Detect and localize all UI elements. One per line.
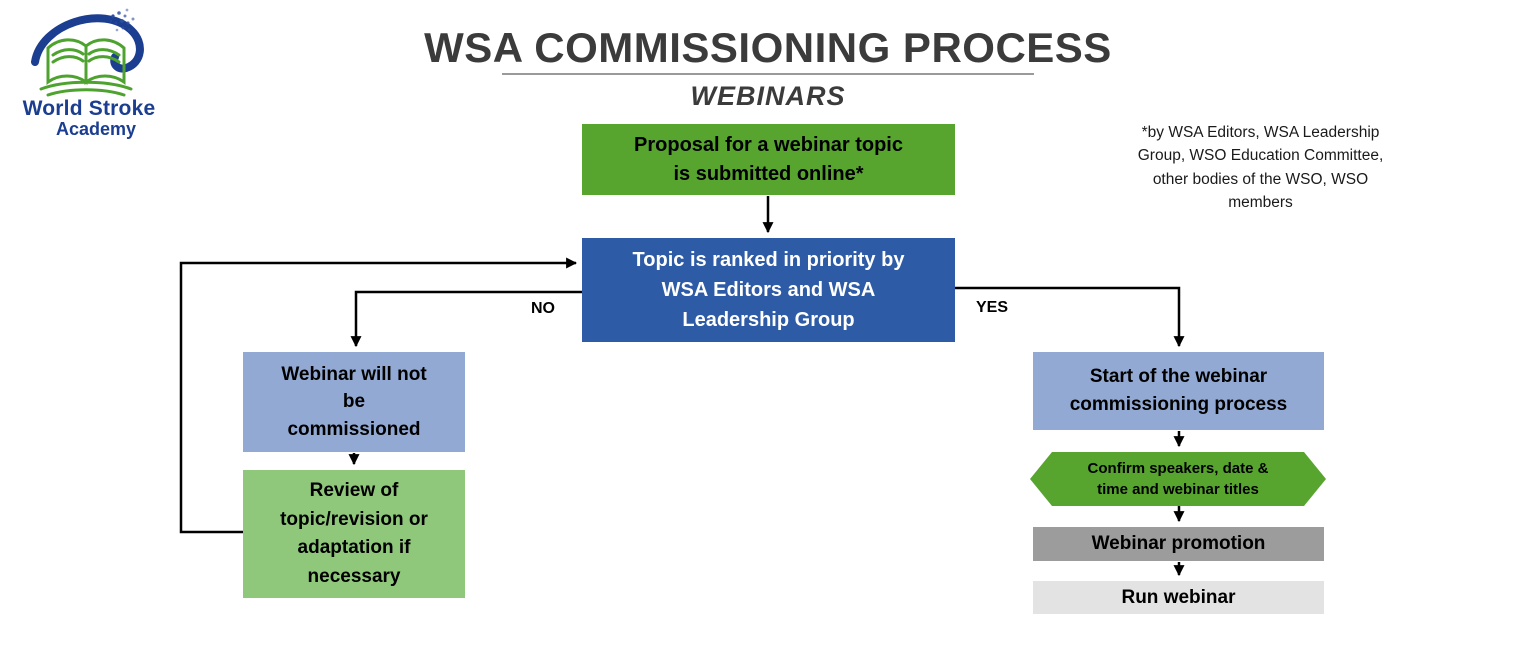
dot-burst — [109, 8, 135, 32]
page-subtitle: WEBINARS — [690, 81, 846, 111]
node-run-webinar: Run webinar — [1033, 581, 1324, 614]
node-start-commissioning: Start of the webinar commissioning proce… — [1033, 352, 1324, 430]
node-proposal-submitted: Proposal for a webinar topic is submitte… — [582, 124, 955, 195]
node-webinar-promotion: Webinar promotion — [1033, 527, 1324, 561]
title-underline — [502, 73, 1034, 75]
header: WSA COMMISSIONING PROCESS WEBINARS — [0, 24, 1536, 112]
no-label: NO — [531, 300, 555, 317]
logo-text-world-stroke: World Stroke — [22, 97, 156, 120]
node-confirm-speakers-hexagon: Confirm speakers, date & time and webina… — [1030, 452, 1326, 506]
logo-text-academy: Academy — [55, 119, 137, 140]
yes-label: YES — [975, 299, 1008, 316]
page-title: WSA COMMISSIONING PROCESS — [424, 24, 1112, 71]
node-not-commissioned: Webinar will not be commissioned — [243, 352, 465, 452]
edge-yes-branch — [955, 286, 1185, 348]
open-book-swoosh-icon — [31, 8, 144, 97]
node-topic-ranked: Topic is ranked in priority by WSA Edito… — [582, 238, 955, 342]
node-review-revision: Review of topic/revision or adaptation i… — [243, 470, 465, 598]
footnote: *by WSA Editors, WSA Leadership Group, W… — [1137, 124, 1384, 211]
wsa-logo: World Stroke Academy — [14, 4, 164, 140]
